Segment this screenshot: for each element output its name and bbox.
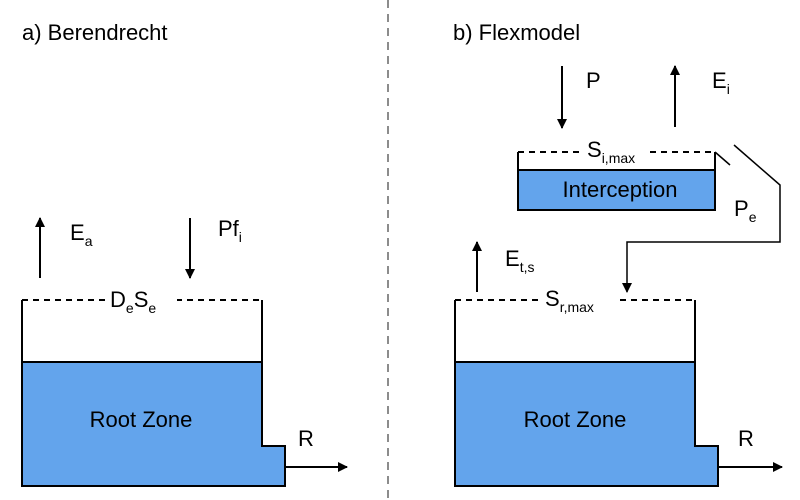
runoff-label: R [738,426,754,451]
overflow-connector-a [714,151,731,166]
precip-label: P [586,68,601,93]
overflow-connector-b [622,144,781,293]
rootzone-capacity-bg [540,284,618,314]
panel-b: b) Flexmodel P Ei Si,max Interception Pe… [453,20,783,487]
storage-label-dese: DeSe [110,287,156,316]
root-zone-label: Root Zone [524,407,627,432]
flux-label-pfi: Pfi [218,216,242,245]
root-zone-water [455,362,718,486]
root-zone-water [22,362,285,486]
effective-precip-label: Pe [734,196,757,225]
interception-capacity-label: Si,max [587,137,635,166]
transpiration-label: Et,s [505,246,534,275]
flux-label-ea: Ea [70,220,93,249]
interception-evap-label: Ei [712,68,730,97]
panel-b-title: b) Flexmodel [453,20,580,45]
rootzone-capacity-label: Sr,max [545,286,594,315]
interception-label: Interception [563,177,678,202]
interception-water [518,170,715,210]
panel-a-title: a) Berendrecht [22,20,168,45]
runoff-label: R [298,426,314,451]
root-zone-label: Root Zone [90,407,193,432]
panel-a: a) Berendrecht Ea Pfi DeSe Root Zone R [21,20,348,487]
storage-label-bg [105,284,177,314]
interception-capacity-bg [582,136,650,166]
interception-outline [517,152,716,211]
